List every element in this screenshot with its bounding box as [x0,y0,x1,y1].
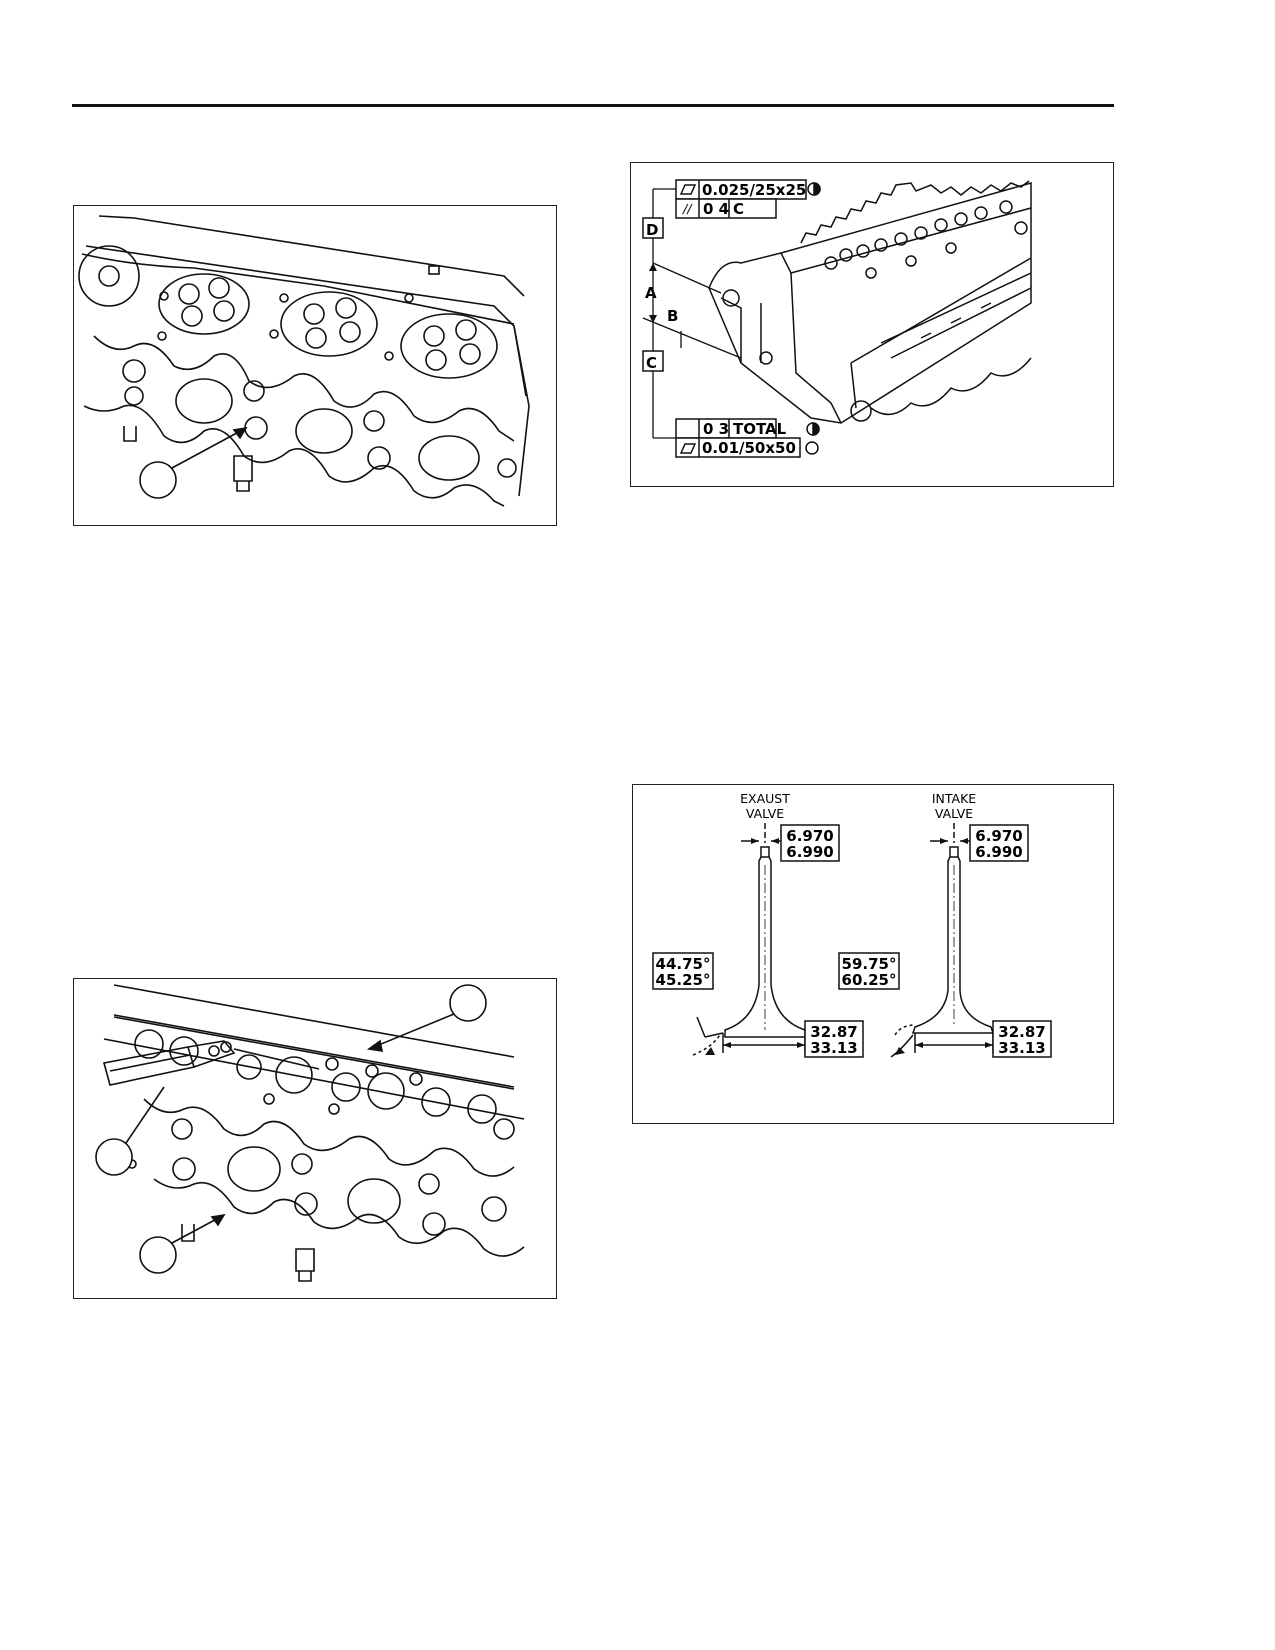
intake-valve-title-1: INTAKE [932,791,976,806]
label-c: C [646,354,657,372]
header-rule [72,104,1114,107]
exhaust-valve-title-2: VALVE [746,806,784,821]
intake-stem-min: 6.970 [975,827,1022,845]
flatness-top-value: 0.025/25x25 [702,181,806,199]
label-b: B [667,307,678,325]
intake-angle-min: 59.75° [842,955,897,973]
datum-reference-c: C [733,200,744,218]
intake-valve-title-2: VALVE [935,806,973,821]
callout-circle-straightedge [449,984,487,1022]
callout-circle-head [139,1236,177,1274]
exhaust-stem-max: 6.990 [786,843,833,861]
valve-dimensions-drawing: EXAUST VALVE INTAKE VALVE [652,791,1052,1058]
exhaust-head-max: 33.13 [810,1039,857,1057]
exhaust-valve-title-1: EXAUST [740,791,790,806]
exhaust-head-min: 32.87 [810,1023,857,1041]
intake-head-min: 32.87 [998,1023,1045,1041]
label-a: A [645,284,657,302]
exhaust-angle-min: 44.75° [656,955,711,973]
cylinder-head-drawing [78,215,530,507]
runout-total-label: TOTAL [733,420,787,438]
runout-value: 0 3 [703,420,729,438]
svg-text://: // [682,201,693,216]
exhaust-angle-max: 45.25° [656,971,711,989]
figure-cylinder-head-plugs [73,205,557,526]
callout-circle-1 [139,461,177,499]
figure-straightedge-check [73,978,557,1299]
straightedge-drawing [95,984,525,1282]
flatness-bottom-value: 0.01/50x50 [702,439,796,457]
callout-circle-feeler [95,1138,133,1176]
intake-head-max: 33.13 [998,1039,1045,1057]
figure-valve-dimensions: EXAUST VALVE INTAKE VALVE [632,784,1114,1124]
figure-head-flatness: // 0.025/25x25 0 4 C D A B C [630,162,1114,487]
parallelism-value: 0 4 [703,200,729,218]
exhaust-stem-min: 6.970 [786,827,833,845]
head-flatness-drawing: // 0.025/25x25 0 4 C D A B C [642,179,1032,458]
label-d: D [646,221,658,239]
intake-angle-max: 60.25° [842,971,897,989]
intake-stem-max: 6.990 [975,843,1022,861]
